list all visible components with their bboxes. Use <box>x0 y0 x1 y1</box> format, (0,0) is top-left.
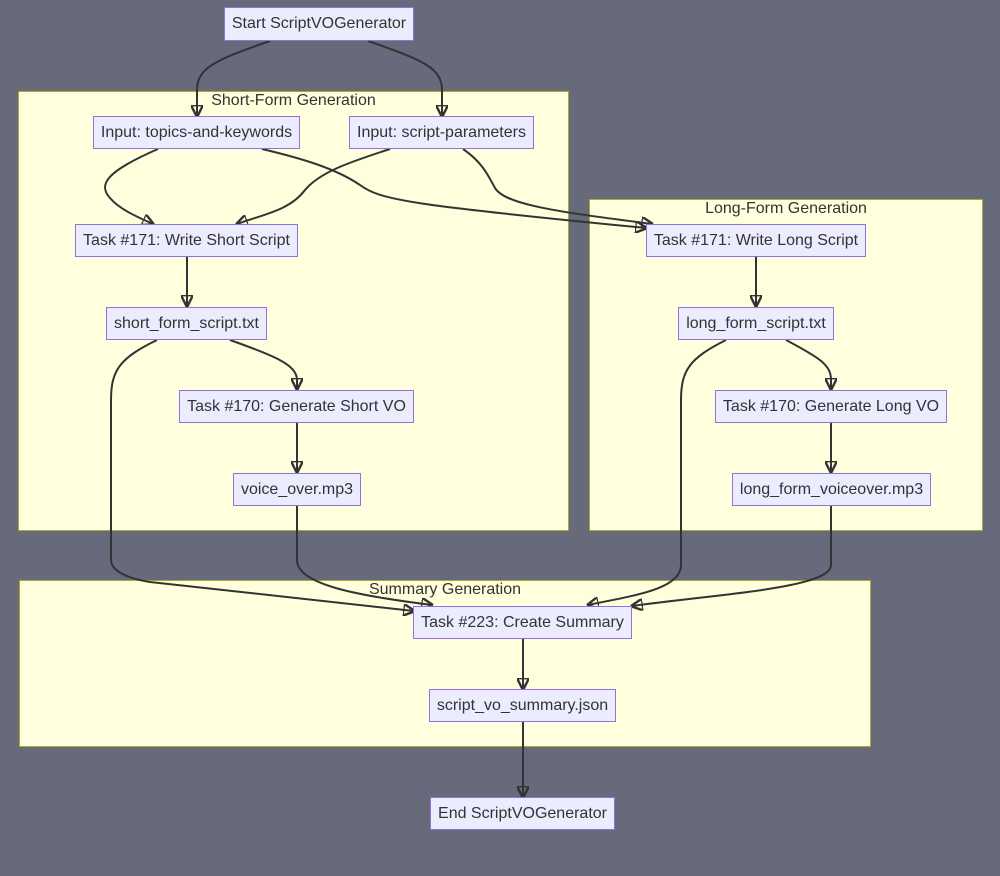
node-voice-over-file[interactable]: voice_over.mp3 <box>233 473 361 506</box>
node-long-form-voiceover-file[interactable]: long_form_voiceover.mp3 <box>732 473 931 506</box>
node-short-form-script-file[interactable]: short_form_script.txt <box>106 307 267 340</box>
node-end[interactable]: End ScriptVOGenerator <box>430 797 615 830</box>
node-generate-long-vo[interactable]: Task #170: Generate Long VO <box>715 390 947 423</box>
cluster-short-form-label: Short-Form Generation <box>211 92 376 109</box>
node-input-topics[interactable]: Input: topics-and-keywords <box>93 116 300 149</box>
node-create-summary[interactable]: Task #223: Create Summary <box>413 606 632 639</box>
node-write-long-script[interactable]: Task #171: Write Long Script <box>646 224 866 257</box>
node-summary-json-file[interactable]: script_vo_summary.json <box>429 689 616 722</box>
node-write-short-script[interactable]: Task #171: Write Short Script <box>75 224 298 257</box>
node-generate-short-vo[interactable]: Task #170: Generate Short VO <box>179 390 414 423</box>
node-start[interactable]: Start ScriptVOGenerator <box>224 7 414 41</box>
cluster-short-form: Short-Form Generation <box>18 91 569 531</box>
node-long-form-script-file[interactable]: long_form_script.txt <box>678 307 834 340</box>
cluster-summary-label: Summary Generation <box>368 581 522 598</box>
node-input-params[interactable]: Input: script-parameters <box>349 116 534 149</box>
cluster-long-form-label: Long-Form Generation <box>705 200 867 217</box>
